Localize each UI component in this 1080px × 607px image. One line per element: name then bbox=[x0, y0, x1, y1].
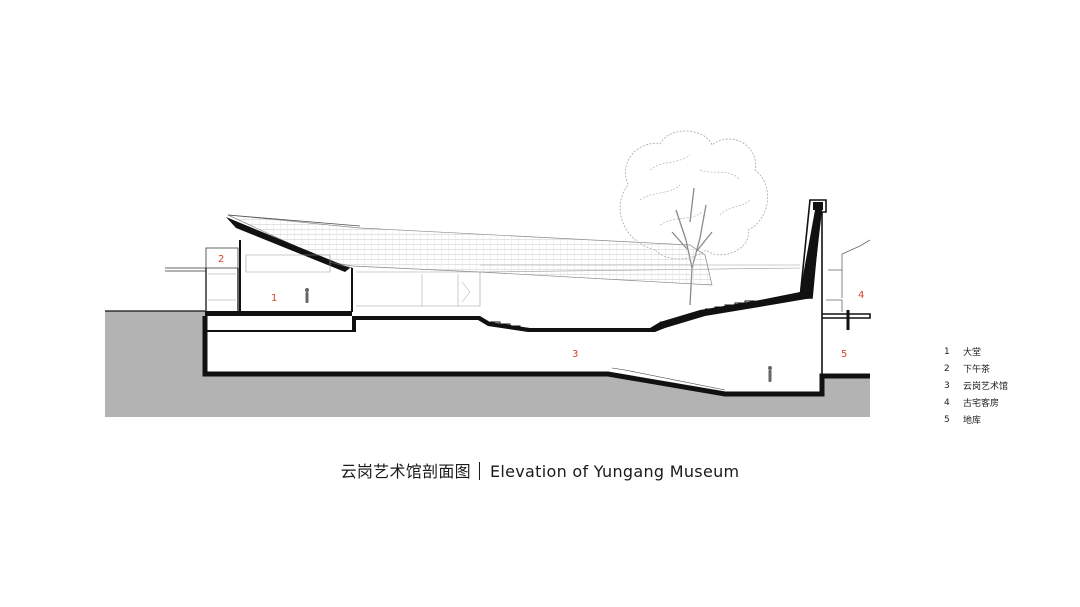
tall-wall bbox=[799, 199, 827, 299]
room-legend: 1 大堂 2 下午茶 3 云岗艺术馆 4 古宅客房 5 地库 bbox=[944, 343, 1008, 428]
person-icon bbox=[305, 288, 309, 303]
legend-label: 古宅客房 bbox=[963, 399, 1000, 409]
room-label-4: 4 bbox=[858, 290, 864, 301]
guesthouse-structure bbox=[821, 212, 871, 376]
person-icon bbox=[768, 366, 772, 382]
legend-label: 下午茶 bbox=[963, 365, 991, 375]
legend-number: 3 bbox=[944, 380, 950, 391]
ground-mass bbox=[105, 311, 870, 417]
gallery-steps bbox=[352, 210, 822, 332]
basement-ceiling bbox=[205, 326, 356, 332]
lobby-floor-slab bbox=[205, 311, 352, 316]
basement-ramp bbox=[611, 367, 726, 391]
legend-label: 大堂 bbox=[963, 348, 982, 358]
roof-edge bbox=[227, 214, 361, 227]
caption-divider bbox=[478, 462, 480, 480]
legend-item: 3 云岗艺术馆 bbox=[944, 377, 1008, 394]
room-label-2: 2 bbox=[218, 254, 224, 265]
caption-title-cn: 云岗艺术馆剖面图 bbox=[340, 462, 471, 481]
stair-treads bbox=[490, 300, 755, 328]
room-label-3: 3 bbox=[572, 349, 578, 360]
legend-item: 1 大堂 bbox=[944, 343, 1008, 360]
legend-item: 2 下午茶 bbox=[944, 360, 1008, 377]
roof-section bbox=[226, 217, 350, 272]
legend-number: 2 bbox=[944, 363, 950, 374]
drawing-caption: 云岗艺术馆剖面图 Elevation of Yungang Museum bbox=[0, 458, 1080, 482]
legend-label: 地库 bbox=[963, 416, 982, 426]
legend-number: 4 bbox=[944, 397, 950, 408]
room-label-5: 5 bbox=[841, 349, 847, 360]
caption-title-en: Elevation of Yungang Museum bbox=[489, 462, 740, 481]
afternoon-tea-structure bbox=[165, 247, 239, 311]
legend-label: 云岗艺术馆 bbox=[963, 382, 1009, 392]
legend-number: 5 bbox=[944, 414, 950, 425]
lobby-structure bbox=[239, 240, 481, 312]
legend-item: 4 古宅客房 bbox=[944, 394, 1008, 411]
roof-eave bbox=[329, 261, 353, 269]
legend-number: 1 bbox=[944, 346, 950, 357]
room-label-1: 1 bbox=[271, 293, 277, 304]
wall-cap bbox=[813, 202, 823, 210]
legend-item: 5 地库 bbox=[944, 411, 1008, 428]
